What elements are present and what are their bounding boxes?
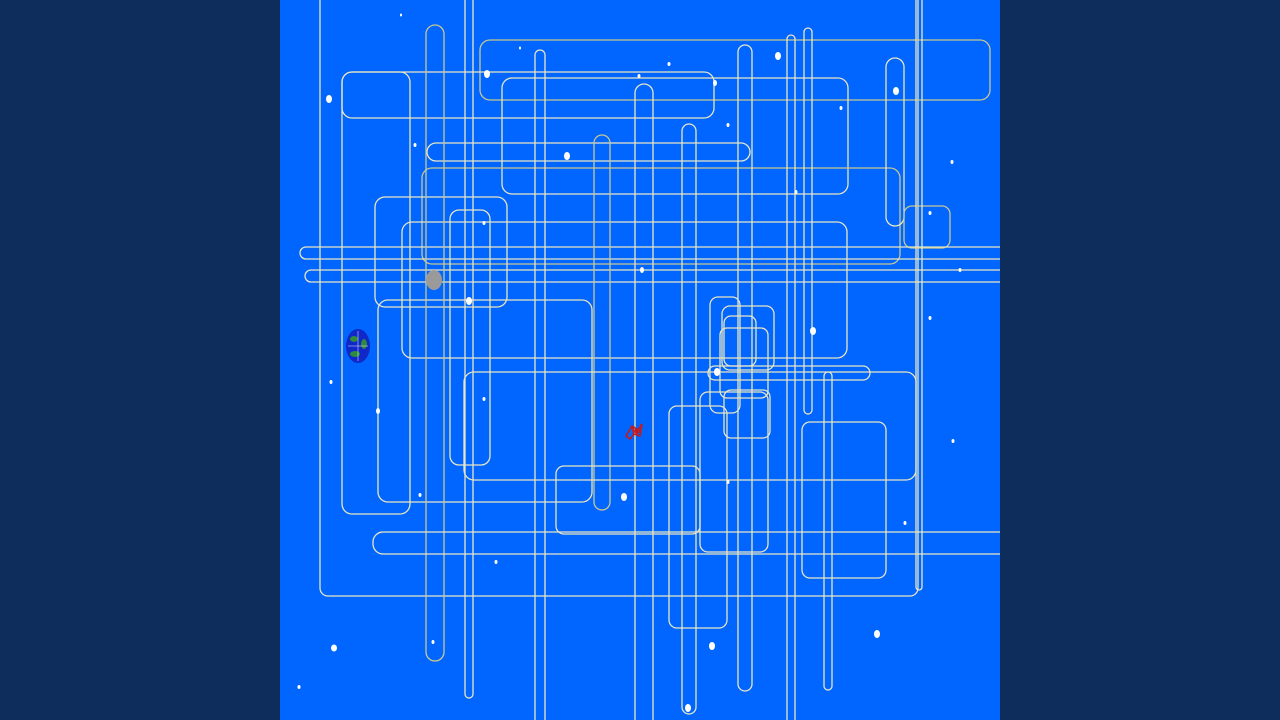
- star: [951, 439, 955, 443]
- star-field: [297, 13, 962, 712]
- track-loop: [915, 0, 923, 591]
- star: [418, 493, 422, 497]
- star: [640, 267, 644, 273]
- track-loop: [425, 24, 445, 662]
- star: [726, 123, 730, 127]
- track-loop: [699, 391, 769, 553]
- space-scene[interactable]: [280, 0, 1000, 720]
- star: [621, 493, 627, 501]
- star: [794, 190, 798, 194]
- star: [810, 327, 816, 335]
- star: [709, 642, 715, 650]
- star: [775, 52, 781, 60]
- track-loop: [401, 221, 848, 359]
- track-loop: [372, 531, 1000, 555]
- star: [950, 160, 954, 164]
- track-outer-frame: [319, 0, 919, 597]
- track-loop: [463, 371, 917, 481]
- track-loop: [885, 57, 905, 227]
- spaceship-icon[interactable]: [624, 423, 643, 441]
- star: [928, 211, 932, 215]
- track-loop: [341, 71, 411, 515]
- star: [685, 704, 691, 712]
- star: [928, 316, 932, 320]
- track-loop: [721, 305, 775, 371]
- star: [326, 95, 332, 103]
- track-layer: [299, 0, 1000, 720]
- star: [714, 368, 720, 376]
- track-loop: [709, 296, 741, 414]
- star: [519, 46, 521, 50]
- star: [466, 297, 472, 305]
- star: [874, 630, 880, 638]
- track-loop: [803, 27, 813, 415]
- track-loop: [501, 77, 849, 195]
- track-loop: [299, 246, 1000, 260]
- track-loop: [374, 196, 508, 308]
- track-loop: [681, 123, 697, 715]
- star: [637, 74, 641, 78]
- star: [726, 480, 730, 484]
- star: [893, 87, 899, 95]
- star: [903, 521, 907, 525]
- track-loop: [737, 44, 753, 692]
- star: [413, 143, 417, 147]
- star: [839, 106, 843, 110]
- track-loop: [421, 167, 901, 265]
- track-loop: [464, 0, 474, 699]
- space-background: [280, 0, 1000, 720]
- track-loop: [593, 134, 611, 511]
- track-loop: [801, 421, 887, 579]
- star: [482, 221, 486, 225]
- earth-planet-icon: [346, 329, 370, 363]
- track-loop: [426, 142, 751, 162]
- track-loop: [903, 205, 951, 249]
- game-viewport[interactable]: [280, 0, 1000, 720]
- track-loop: [719, 327, 769, 399]
- star: [331, 644, 337, 652]
- star: [297, 685, 301, 689]
- track-loop: [534, 49, 546, 720]
- track-loop: [377, 299, 593, 503]
- star: [482, 397, 486, 401]
- track-loop: [449, 209, 491, 466]
- star: [958, 268, 962, 272]
- asteroid-icon: [426, 270, 442, 290]
- track-loop: [479, 39, 991, 101]
- track-loop: [707, 365, 871, 381]
- star: [329, 380, 333, 384]
- star: [400, 13, 402, 17]
- track-loop: [634, 83, 654, 720]
- star: [484, 70, 490, 78]
- track-loop: [723, 389, 771, 439]
- star: [713, 80, 717, 86]
- track-loop: [304, 269, 1000, 283]
- star: [667, 62, 671, 66]
- track-loop: [668, 405, 728, 629]
- star: [564, 152, 570, 160]
- star: [494, 560, 498, 564]
- star: [431, 640, 435, 644]
- star: [376, 408, 380, 414]
